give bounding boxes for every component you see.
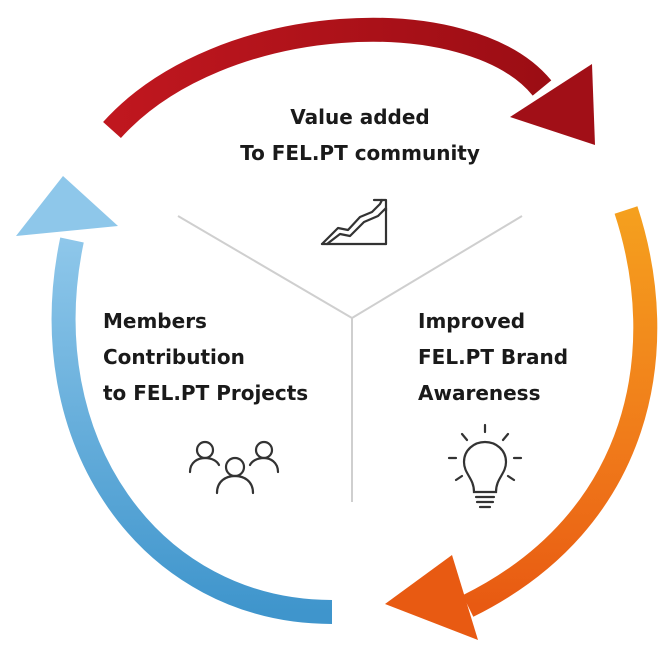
arrow-left-blue <box>16 176 333 624</box>
segment-right-line-2: FEL.PT Brand <box>418 345 569 369</box>
segment-left-line-2: Contribution <box>103 345 245 369</box>
segment-right-line-3: Awareness <box>418 381 541 405</box>
segment-left-line-3: to FEL.PT Projects <box>103 381 309 405</box>
growth-chart-icon <box>320 198 388 246</box>
people-group-icon <box>188 440 280 495</box>
lightbulb-icon <box>447 423 523 509</box>
segment-right-line-1: Improved <box>418 309 526 333</box>
segment-label-members-contribution: Members Contribution to FEL.PT Projects <box>103 303 308 411</box>
divider-right <box>351 215 523 319</box>
arrow-right-orange <box>385 206 658 640</box>
segment-top-line-1: Value added <box>290 105 430 129</box>
segment-dividers <box>177 215 523 502</box>
segment-label-brand-awareness: Improved FEL.PT Brand Awareness <box>418 303 568 411</box>
segment-label-value-added: Value added To FEL.PT community <box>220 99 500 171</box>
segment-left-line-1: Members <box>103 309 207 333</box>
arrow-top-red <box>103 17 595 145</box>
segment-top-line-2: To FEL.PT community <box>240 141 480 165</box>
divider-left <box>177 215 353 319</box>
